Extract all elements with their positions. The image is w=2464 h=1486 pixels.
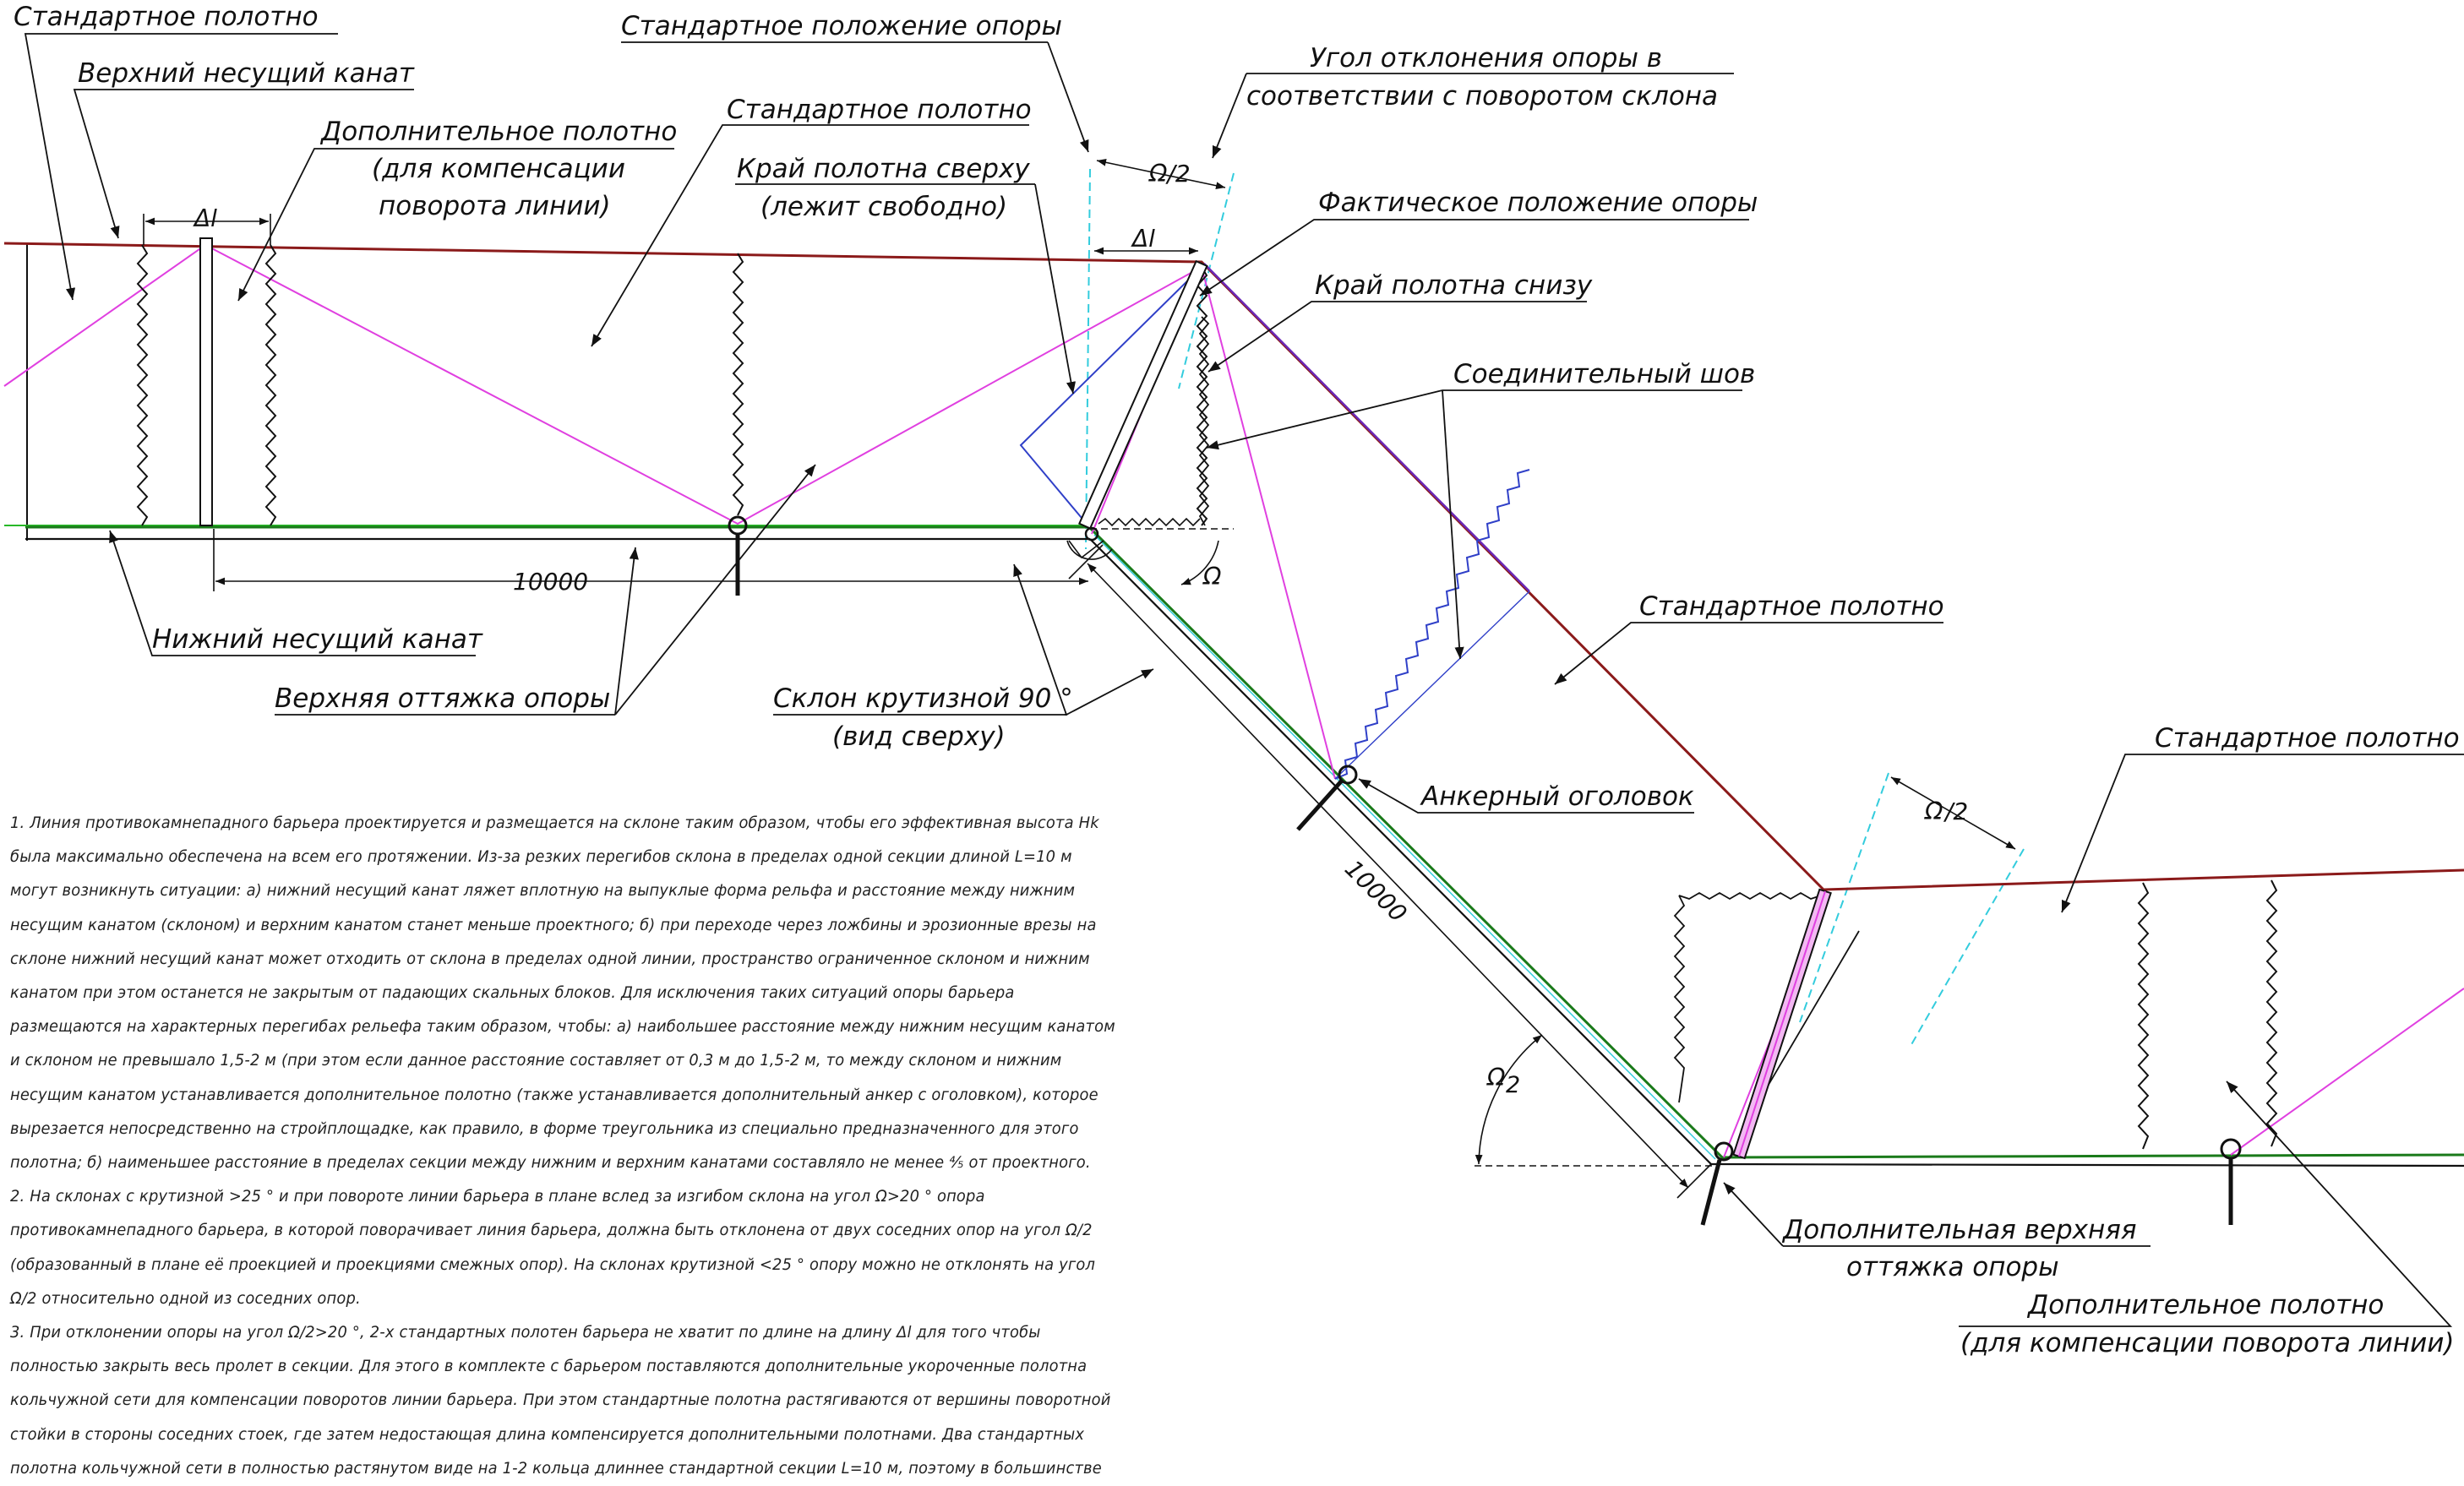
note-line: несущим канатом устанавливается дополнит… [10,1086,1098,1104]
dim-omega2-sub: 2 [1506,1072,1520,1098]
anchor-turn-1 [1084,526,1099,542]
label-extra-panel-1-l3: поворота линии) [379,191,611,221]
post-box-arc [1066,540,1113,560]
note-line: несущим канатом (склоном) и верхним кана… [10,916,1097,934]
label-upper-guy: Верхняя оттяжка опоры [275,683,610,714]
extra-panel-zigzag [1198,316,1210,526]
label-std-panel-3: Стандартное полотно [1639,591,1944,622]
dimension-lines [143,158,2016,1199]
label-extra-panel-1: Дополнительное полотно [319,117,677,147]
top-edge-triangle [1019,266,1202,529]
dim-delta-l-2: Δl [1131,225,1155,253]
bottom-edge-zigzag [1098,517,1201,527]
note-line: склоне нижний несущий канат может отходи… [10,950,1090,968]
label-slope: Склон крутизной 90 ° [773,683,1073,714]
label-extra-panel-1-l2: (для компенсации [372,154,625,184]
note-line: кольчужной сети для компенсации поворото… [10,1391,1111,1410]
label-tilt-angle: Угол отклонения опоры в [1310,43,1662,73]
dim-omega-half-1: Ω/2 [1148,160,1191,188]
label-joint-seam: Соединительный шов [1453,359,1755,389]
note-line: полностью закрыть весь пролет в секции. … [10,1358,1088,1376]
explanatory-notes: 1. Линия противокамнепадного барьера про… [10,807,1153,1486]
note-line: противокамнепадного барьера, в которой п… [10,1222,1093,1240]
note-line: Ω/2 относительно одной из соседних опор. [10,1289,361,1308]
label-bottom-edge: Край полотна снизу [1315,270,1593,301]
note-line: вырезается непосредственно на стройплоща… [10,1119,1079,1138]
note-line: 1. Линия противокамнепадного барьера про… [10,814,1099,832]
note-line: могут возникнуть ситуации: а) нижний нес… [10,882,1076,901]
post-turn-1 [1077,259,1208,530]
leader-lines [24,33,2464,1327]
dim-delta-l-1: Δl [193,204,217,232]
label-lower-cable: Нижний несущий канат [152,624,483,655]
note-line: была максимально обеспечена на всем его … [10,848,1072,867]
dim-length-1: 10000 [513,568,588,596]
note-line: и склоном не превышало 1,5-2 м (при этом… [10,1052,1062,1070]
label-top-edge-l2: (лежит свободно) [760,192,1007,222]
note-line: канатом при этом останется не закрытым о… [10,984,1015,1003]
label-tilt-angle-l2: соответствии с поворотом склона [1246,81,1718,112]
diagonal-seam [1334,469,1530,780]
note-line: 2. На склонах с крутизной >25 ° и при по… [10,1188,985,1206]
post-turn-2 [1732,888,1832,1160]
label-extra-upper-guy: Дополнительная верхняя [1781,1215,2137,1245]
note-line: полотна кольчужной сети в полностью раст… [10,1459,1102,1478]
label-top-edge: Край полотна сверху [737,154,1030,184]
label-extra-upper-guy-l2: оттяжка опоры [1846,1252,2059,1282]
label-actual-post-position: Фактическое положение опоры [1318,188,1758,218]
label-anchor-head: Анкерный оголовок [1420,781,1694,812]
label-std-panel-1: Стандартное полотно [14,2,319,32]
label-std-panel-2: Стандартное полотно [727,95,1032,125]
label-std-post-position: Стандартное положение опоры [621,11,1062,41]
joint-seams [136,244,2278,1150]
upper-cable-diagonal [1203,263,1530,592]
dim-omega2-half: Ω [1924,797,1943,825]
upper-cable [3,242,2464,891]
barrier-diagram: Стандартное полотно Верхний несущий кана… [3,2,2464,1357]
note-line: размещаются на характерных перегибах рел… [10,1018,1115,1037]
label-extra-panel-2: Дополнительное полотно [2026,1290,2384,1320]
dim-omega2-half-tail: /2 [1943,797,1968,825]
label-upper-cable: Верхний несущий канат [78,58,415,89]
note-line: стойки в стороны соседних стоек, где зат… [10,1425,1085,1444]
extra-panel-2 [1673,891,1860,1133]
anchor-turn-2 [1700,1141,1734,1226]
dim-length-2: 10000 [1339,855,1412,928]
diagonal-seam-base [1334,591,1530,780]
construction-lines [1085,168,2025,1048]
note-line: (образованный в плане её проекцией и про… [10,1255,1096,1274]
label-extra-panel-2-l2: (для компенсации поворота линии) [1960,1328,2454,1357]
note-line: полотна; б) наименьшее расстояние в пред… [10,1154,1091,1173]
labels: Стандартное полотно Верхний несущий кана… [14,2,2460,1357]
anchor-right [2220,1138,2242,1225]
label-std-panel-4: Стандартное полотно [2155,723,2460,754]
dim-omega: Ω [1202,563,1222,591]
note-line: 3. При отклонении опоры на угол Ω/2>20 °… [10,1324,1041,1342]
posts [199,237,1832,1160]
anchor-left [728,515,748,596]
label-slope-l2: (вид сверху) [832,721,1006,752]
dim-omega2: Ω [1486,1064,1506,1091]
post-left [199,237,213,526]
